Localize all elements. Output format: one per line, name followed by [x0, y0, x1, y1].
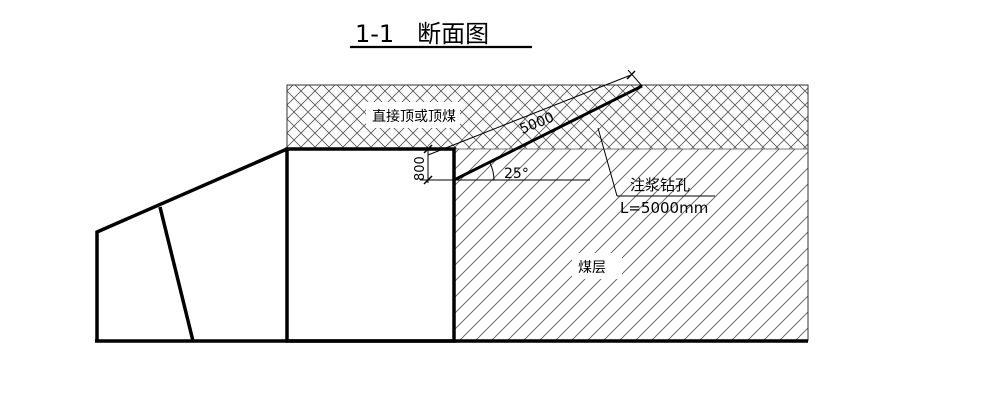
roadway-support [95, 147, 808, 343]
coal-label: 煤层 [578, 260, 606, 276]
angle-arc [489, 162, 495, 181]
height-tick-top [423, 144, 433, 154]
drawing-title: 1-1 断面图 [355, 20, 489, 48]
roof-label: 直接顶或顶煤 [372, 108, 456, 125]
drill-hole-length: L=5000mm [620, 199, 708, 217]
drill-hole-leader [597, 127, 618, 197]
drill-hole-name: 注浆钻孔 [630, 176, 690, 194]
height-dimension-label: 800 [413, 156, 428, 181]
roof-label-box [366, 102, 460, 128]
support-strut [158, 206, 195, 342]
length-tick-end [626, 70, 636, 80]
goaf-support-outline [95, 147, 288, 341]
angle-label: 25° [504, 166, 529, 182]
drill-hole-line [453, 84, 643, 182]
coal-seam [454, 149, 808, 341]
roadway-rectangle [285, 147, 456, 343]
roof-stratum-outline [286, 84, 809, 149]
length-extension-end [627, 69, 643, 87]
height-tick-bottom [423, 175, 433, 185]
length-dimension-line [427, 74, 632, 156]
coal-label-box [572, 253, 622, 279]
